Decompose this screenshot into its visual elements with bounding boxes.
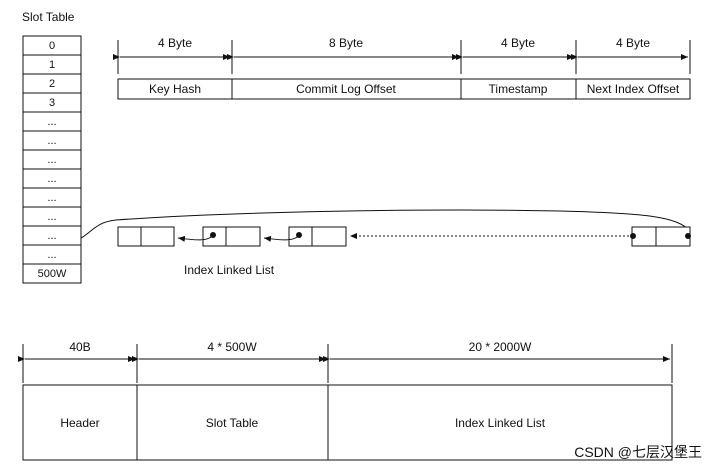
size-label-index-linked-list: 20 * 2000W <box>469 340 532 354</box>
byte-label-key-hash: 4 Byte <box>158 36 192 50</box>
slot-cell-label: ... <box>47 135 56 147</box>
field-commit-log-offset: Commit Log Offset <box>296 82 396 96</box>
slot-cell-label: ... <box>47 192 56 204</box>
byte-label-next-index-offset: 4 Byte <box>616 36 650 50</box>
slot-cell-label: ... <box>47 211 56 223</box>
slot-table: 0 1 2 3........................ 500W <box>22 35 82 284</box>
slot-cell-label: 500W <box>38 268 67 280</box>
slot-cell-label: 3 <box>49 97 55 109</box>
slot-cell-label: 2 <box>49 78 55 90</box>
watermark: CSDN @七层汉堡王 <box>574 444 702 460</box>
slot-cell-label: ... <box>47 230 56 242</box>
slot-cell-label: ... <box>47 154 56 166</box>
slot-cell-label: ... <box>47 116 56 128</box>
index-linked-list: Index Linked List <box>80 209 691 277</box>
file-layout: 40B 4 * 500W 20 * 2000W Header Slot Tabl… <box>18 340 673 461</box>
section-header: Header <box>60 416 99 430</box>
section-index-linked-list: Index Linked List <box>455 416 546 430</box>
slot-cell-label: ... <box>47 249 56 261</box>
byte-label-timestamp: 4 Byte <box>501 36 535 50</box>
linked-list-label: Index Linked List <box>184 263 275 277</box>
size-label-header: 40B <box>69 340 90 354</box>
slot-cell-label: ... <box>47 173 56 185</box>
field-key-hash: Key Hash <box>149 82 201 96</box>
field-timestamp: Timestamp <box>489 82 548 96</box>
byte-label-commit-log-offset: 8 Byte <box>329 36 363 50</box>
entry-layout: 4 Byte 8 Byte 4 Byte 4 Byte Key Hash Com… <box>113 36 691 100</box>
slot-cell-label: 0 <box>49 40 55 52</box>
field-next-index-offset: Next Index Offset <box>587 82 680 96</box>
slot-cell-label: 1 <box>49 59 55 71</box>
slot-table-title: Slot Table <box>22 10 75 24</box>
size-label-slot-table: 4 * 500W <box>207 340 257 354</box>
section-slot-table: Slot Table <box>206 416 259 430</box>
slot-cell <box>22 263 82 284</box>
